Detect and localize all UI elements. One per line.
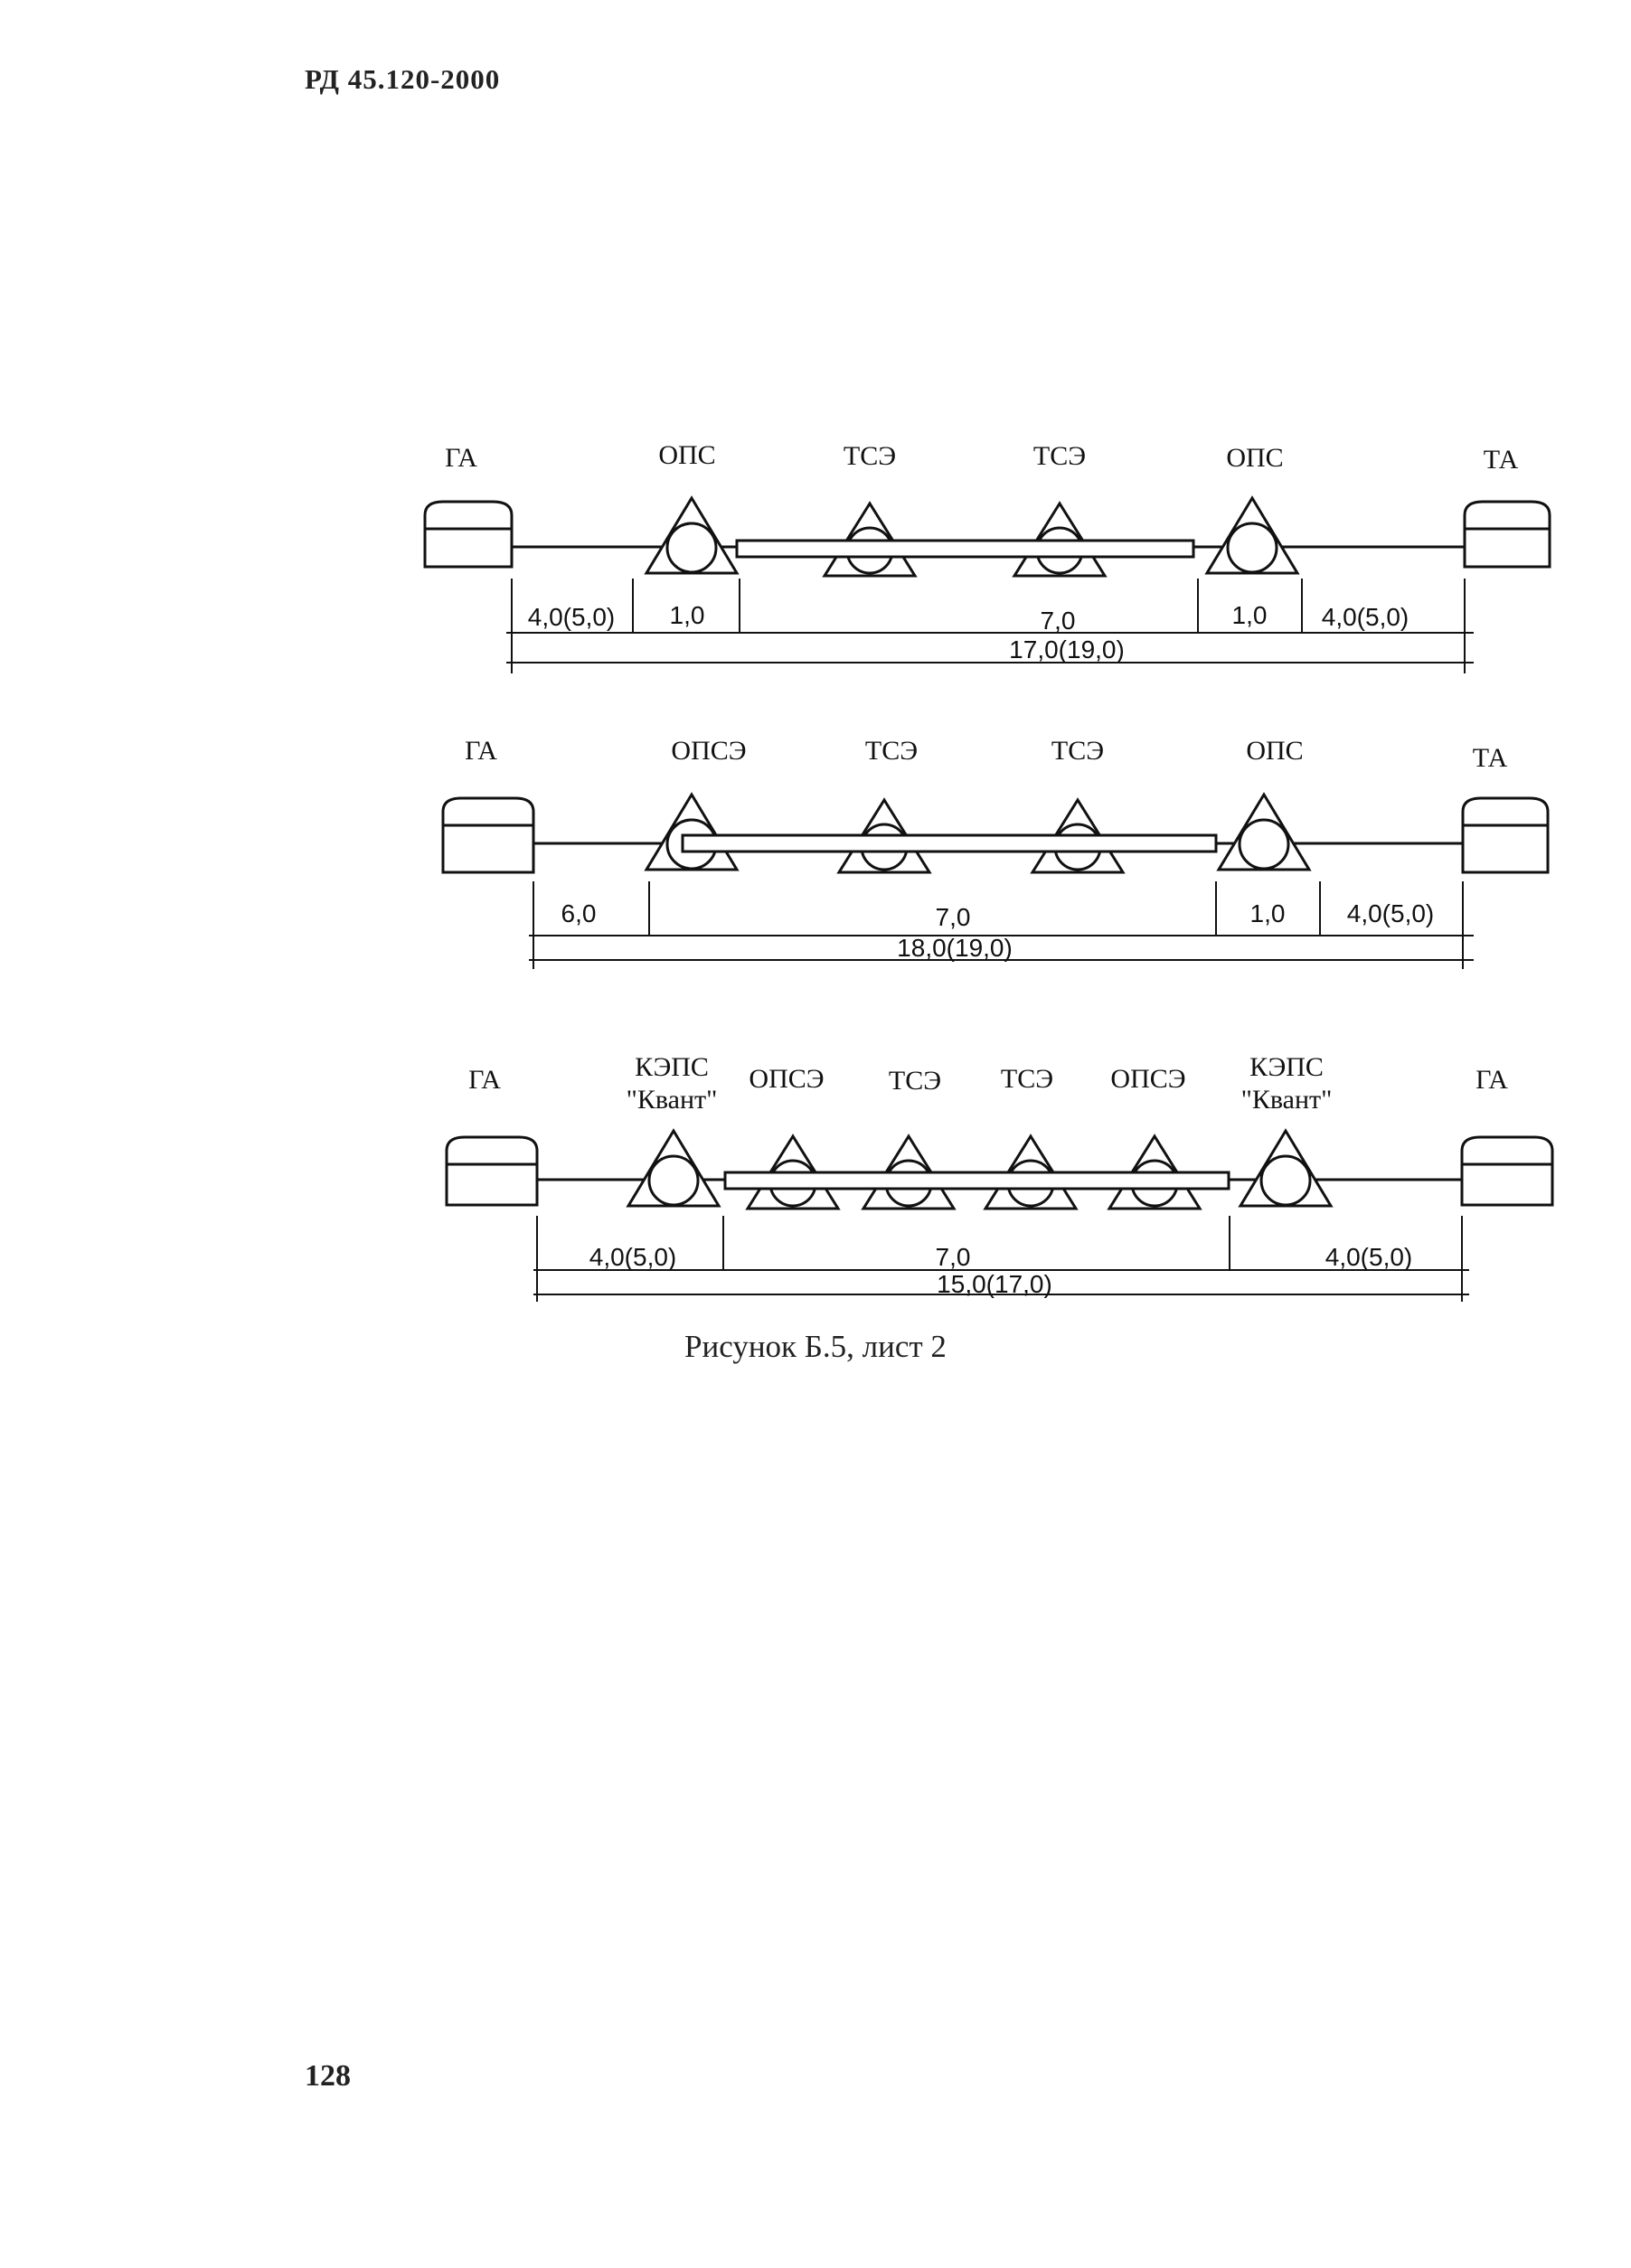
dimension-total: 18,0(19,0) [897,934,1013,962]
diagram-1: ГА ОПС ТСЭ ТСЭ ОПС ТА 4,0(5,0) [423,440,1551,673]
dimension-label: 7,0 [1041,607,1076,635]
label-ga: ГА [468,1065,501,1095]
label-ops: ОПС [1226,443,1283,473]
terminal-ta-icon [1461,796,1550,874]
label-ta: ТА [1484,445,1519,475]
label-opse: ОПСЭ [749,1064,824,1094]
cable-section [681,833,1218,853]
label-ops: ОПС [658,440,715,470]
label-ga: ГА [445,443,477,473]
label-tse: ТСЭ [1051,736,1104,766]
station-ops-icon [1205,496,1299,575]
label-ga: ГА [465,736,497,766]
label-kvant: "Квант" [627,1085,718,1115]
label-ops: ОПС [1246,736,1303,766]
dimension-label: 1,0 [1232,601,1268,629]
diagram-3: ГА КЭПС "Квант" ОПСЭ ТСЭ ТСЭ ОПСЭ КЭПС "… [445,1052,1554,1302]
station-ops-icon [1217,793,1311,871]
label-kvant: "Квант" [1241,1085,1333,1115]
terminal-ga-icon [1460,1135,1554,1207]
label-keps: КЭПС [1249,1052,1324,1082]
terminal-ta-icon [1463,500,1551,569]
label-tse: ТСЭ [1033,441,1086,471]
dimension-total: 15,0(17,0) [937,1270,1052,1298]
label-tse: ТСЭ [844,441,896,471]
dimension-lines [506,579,1474,673]
dimension-lines [529,881,1474,969]
label-tse: ТСЭ [889,1066,941,1096]
figure-caption: Рисунок Б.5, лист 2 [684,1329,947,1364]
station-ops-icon [645,496,739,575]
terminal-ga-icon [445,1135,539,1207]
label-opse: ОПСЭ [1110,1064,1185,1094]
dimension-label: 4,0(5,0) [1322,603,1409,631]
station-opse-icon [645,793,739,871]
dimension-label: 7,0 [936,903,971,931]
dimension-lines [533,1216,1469,1302]
dimension-label: 6,0 [561,899,597,927]
dimension-label: 4,0(5,0) [1325,1243,1413,1271]
station-keps-icon [1239,1129,1333,1208]
page-number: 128 [305,2059,351,2093]
dimension-label: 4,0(5,0) [589,1243,677,1271]
label-tse: ТСЭ [865,736,918,766]
station-keps-icon [627,1129,721,1208]
document-header: РД 45.120-2000 [305,63,501,95]
cable-section [735,539,1195,559]
terminal-ga-icon [441,796,535,874]
diagram-2: ГА ОПСЭ ТСЭ ТСЭ ОПС ТА 6,0 7,0 [441,736,1550,969]
label-keps: КЭПС [635,1052,709,1082]
label-tse: ТСЭ [1001,1064,1053,1094]
label-ta: ТА [1473,743,1508,773]
dimension-label: 7,0 [936,1243,971,1271]
terminal-ga-icon [423,500,514,569]
dimension-label: 4,0(5,0) [1347,899,1435,927]
label-opse: ОПСЭ [671,736,746,766]
dimension-label: 1,0 [1250,899,1286,927]
dimension-label: 1,0 [670,601,705,629]
dimension-label: 4,0(5,0) [528,603,616,631]
dimension-total: 17,0(19,0) [1009,635,1125,663]
label-ga: ГА [1475,1065,1508,1095]
cable-section [723,1171,1230,1190]
